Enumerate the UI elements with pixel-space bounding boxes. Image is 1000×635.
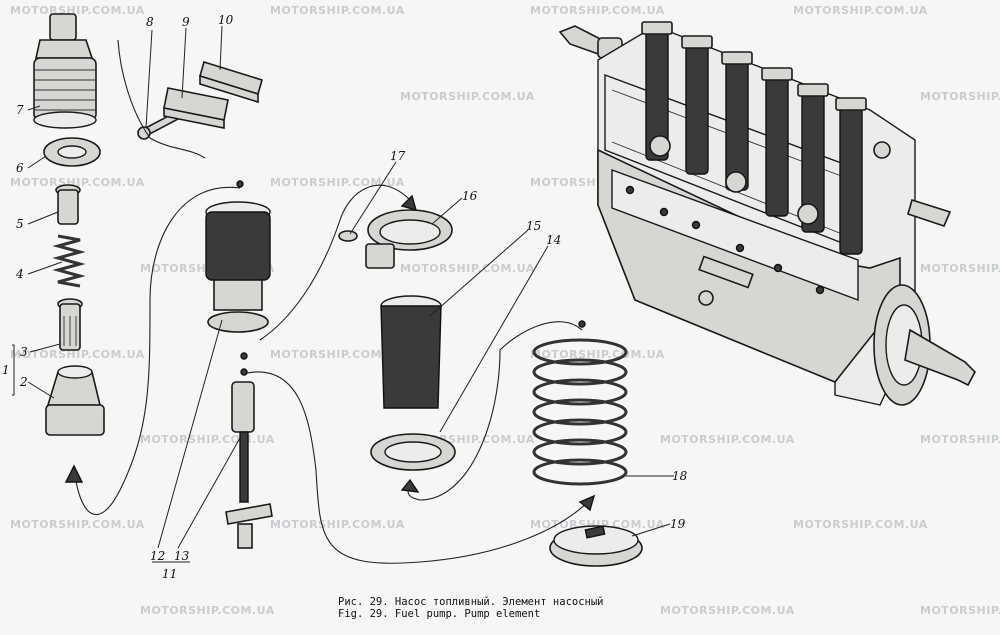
- label-3: 3: [20, 345, 28, 359]
- caption-english: Fig. 29. Fuel pump. Pump element: [338, 608, 541, 620]
- part-3-valve-body: [57, 298, 83, 351]
- label-1: 1: [2, 363, 10, 377]
- watermark: MOTORSHIP.COM.UA: [793, 518, 928, 531]
- label-7: 7: [16, 103, 24, 117]
- caption-russian: Рис. 29. Насос топливный. Элемент насосн…: [338, 596, 604, 608]
- part-6-washer: [43, 137, 101, 167]
- watermark: MOTORSHIP.COM.UA: [270, 518, 405, 531]
- label-18: 18: [672, 469, 688, 483]
- label-16: 16: [462, 189, 478, 203]
- leader-lines: [12, 25, 674, 563]
- assembly-paths: [64, 180, 596, 564]
- watermark: MOTORSHIP.COM.UA: [920, 604, 1000, 617]
- part-14-washer: [370, 433, 456, 471]
- label-17: 17: [390, 149, 406, 163]
- part-5-valve: [55, 184, 81, 225]
- part-8-bolt: [136, 110, 182, 140]
- watermark: MOTORSHIP.COM.UA: [270, 176, 405, 189]
- watermark: MOTORSHIP.COM.UA: [920, 433, 1000, 446]
- part-10-plate: [199, 60, 263, 104]
- figure-caption: Рис. 29. Насос топливный. Элемент насосн…: [338, 596, 738, 620]
- watermark: MOTORSHIP.COM.UA: [920, 262, 1000, 275]
- part-19-spring-seat: [549, 525, 643, 567]
- part-2-seat: [45, 365, 105, 436]
- label-9: 9: [182, 15, 190, 29]
- part-15-sleeve: [380, 295, 442, 409]
- label-11: 11: [162, 567, 177, 581]
- label-14: 14: [546, 233, 561, 247]
- bolt-row: [625, 185, 825, 295]
- label-12: 12: [150, 549, 165, 563]
- label-6: 6: [16, 161, 24, 175]
- label-13: 13: [174, 549, 190, 563]
- part-12-barrel: [205, 201, 271, 333]
- watermark: MOTORSHIP.COM.UA: [270, 4, 405, 17]
- watermark: MOTORSHIP.COM.UA: [140, 433, 275, 446]
- part-labels: 7 6 5 4 3 2 1 8 9 10 12 13 11 17 16 15 1…: [2, 13, 688, 581]
- fuel-pump-assembly: [558, 21, 976, 406]
- watermark: MOTORSHIP.COM.UA: [400, 262, 535, 275]
- watermark: MOTORSHIP.COM.UA: [10, 4, 145, 17]
- watermark: MOTORSHIP.COM.UA: [793, 4, 928, 17]
- watermark: MOTORSHIP.COM.UA: [660, 604, 795, 617]
- part-13-plunger: [225, 381, 273, 549]
- label-10: 10: [218, 13, 234, 27]
- label-4: 4: [15, 267, 24, 281]
- watermark: MOTORSHIP.COM.UA: [10, 348, 145, 361]
- label-15: 15: [526, 219, 541, 233]
- watermark: MOTORSHIP.COM.UA: [10, 176, 145, 189]
- label-8: 8: [146, 15, 154, 29]
- watermark: MOTORSHIP.COM.UA: [660, 433, 795, 446]
- watermark: MOTORSHIP.COM.UA: [140, 604, 275, 617]
- plunger-columns: [641, 21, 867, 255]
- label-19: 19: [670, 517, 686, 531]
- watermark: MOTORSHIP.COM.UA: [400, 90, 535, 103]
- label-2: 2: [19, 375, 28, 389]
- label-5: 5: [16, 217, 24, 231]
- part-16-gear-ring: [365, 209, 453, 269]
- part-18-spring: [532, 338, 628, 486]
- watermark: MOTORSHIP.COM.UA: [270, 348, 405, 361]
- part-17-screw: [338, 230, 358, 242]
- part-4-spring: [52, 234, 86, 288]
- watermark: MOTORSHIP.COM.UA: [10, 518, 145, 531]
- watermark: MOTORSHIP.COM.UA: [530, 348, 665, 361]
- part-9-plate: [163, 87, 229, 129]
- part-7-fitting: [33, 13, 97, 129]
- watermark: MOTORSHIP.COM.UA: [920, 90, 1000, 103]
- watermark: MOTORSHIP.COM.UA: [530, 4, 665, 17]
